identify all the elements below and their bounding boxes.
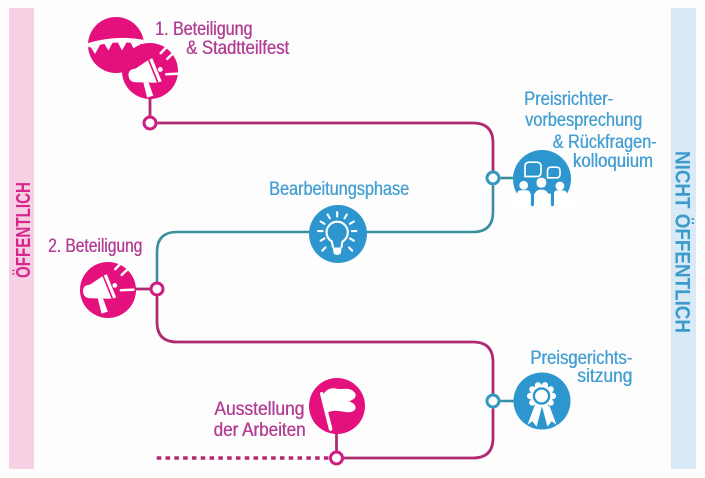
junction-node-4	[485, 393, 501, 409]
label-ausstellung-line-1: Ausstellung	[214, 398, 304, 420]
junction-node-3	[149, 281, 165, 297]
label-ausstellung-line-2: der Arbeiten	[212, 419, 305, 441]
label-preisgericht-line-2: sitzung	[576, 366, 632, 387]
label-preisgericht-line-1: Preisgerichts-	[530, 347, 632, 369]
non-public-band-label: NICHT ÖFFENTLICH	[671, 151, 694, 333]
public-band	[9, 8, 34, 469]
flow-segment-3	[155, 296, 495, 394]
label-preisrichter-line-4: kolloquium	[572, 151, 653, 173]
label-bearbeitungsphase: Bearbeitungsphase	[269, 179, 410, 201]
megaphone-icon-1	[122, 43, 181, 99]
label-beteiligung-1-line-1: 1. Beteiligung	[155, 18, 253, 40]
flow-path	[134, 96, 515, 460]
junction-nodes	[142, 115, 501, 466]
junction-node-5	[329, 450, 344, 466]
label-beteiligung-2: 2. Beteiligung	[48, 235, 143, 257]
public-band-label: ÖFFENTLICH	[12, 182, 35, 278]
jury-icon	[510, 150, 574, 211]
award-medal-icon	[513, 372, 571, 430]
label-preisrichter-line-3: & Rückfragen-	[552, 132, 656, 154]
flow-segment-4	[343, 408, 495, 460]
flow-segment-1	[157, 121, 495, 171]
lightbulb-icon	[309, 205, 367, 263]
junction-node-1	[142, 115, 158, 131]
junction-node-2	[485, 170, 501, 186]
label-beteiligung-1-line-2: & Stadtteilfest	[186, 37, 290, 59]
label-preisrichter-line-2: vorbesprechung	[524, 109, 642, 131]
non-public-band	[671, 8, 696, 469]
megaphone-icon-2	[80, 261, 136, 318]
lightbulb-rays	[317, 210, 358, 252]
rosette	[527, 382, 557, 410]
flag-icon	[309, 378, 365, 434]
label-preisrichter-line-1: Preisrichter-	[524, 89, 613, 110]
